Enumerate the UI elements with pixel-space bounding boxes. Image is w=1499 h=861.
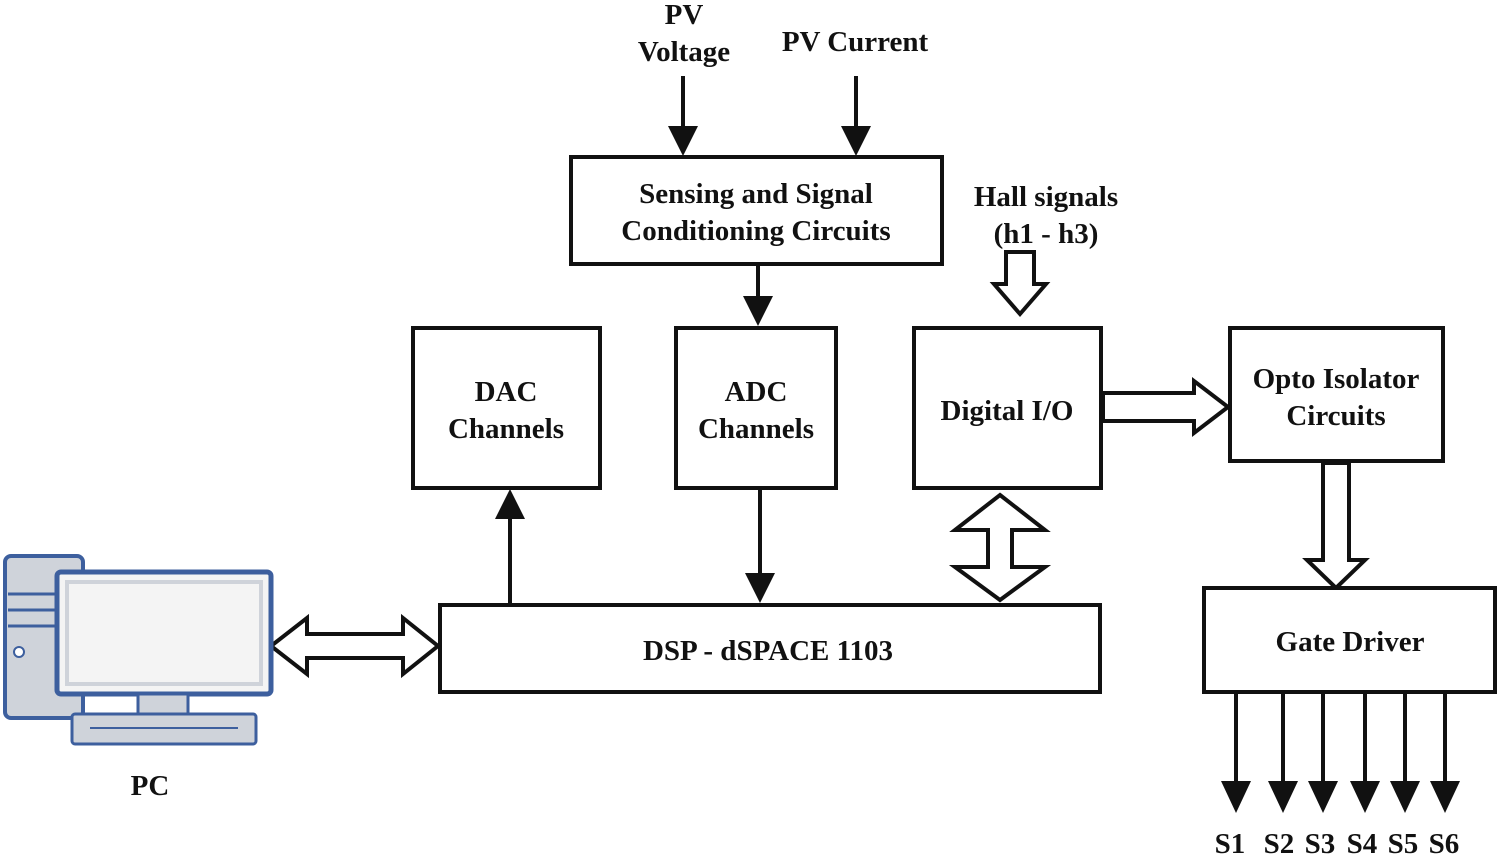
gate-output-arrow-s3 <box>1308 694 1338 813</box>
adc-channels-block: ADC Channels <box>674 326 838 490</box>
dsp-to-dac-arrow <box>495 489 525 604</box>
dsp-dspace-block: DSP - dSPACE 1103 <box>438 603 1102 694</box>
gate-driver-block: Gate Driver <box>1202 586 1497 694</box>
pv-voltage-label-line2: Voltage <box>638 36 730 68</box>
sensing-to-adc-arrow <box>743 265 773 326</box>
gate-output-arrow-s4 <box>1350 694 1380 813</box>
output-label-s2: S2 <box>1264 828 1295 860</box>
dac-label-line1: DAC <box>475 376 538 408</box>
opto-label-line2: Circuits <box>1286 400 1385 432</box>
pv-voltage-arrow <box>668 76 698 156</box>
gate-output-arrow-s1 <box>1221 694 1251 813</box>
output-label-s3: S3 <box>1305 828 1336 860</box>
pv-current-label: PV Current <box>782 26 929 58</box>
opto-label-line1: Opto Isolator <box>1253 363 1420 395</box>
desktop-computer-icon <box>3 554 274 746</box>
digital-io-block: Digital I/O <box>912 326 1103 490</box>
adc-label-line2: Channels <box>698 413 814 445</box>
hall-signals-label-line2: (h1 - h3) <box>994 218 1099 250</box>
adc-label-line1: ADC <box>725 376 788 408</box>
pv-current-arrow <box>841 76 871 156</box>
sensing-conditioning-block: Sensing and Signal Conditioning Circuits <box>569 155 944 266</box>
output-label-s5: S5 <box>1388 828 1419 860</box>
adc-to-dsp-arrow <box>745 489 775 603</box>
dac-label-line2: Channels <box>448 413 564 445</box>
dac-channels-block: DAC Channels <box>411 326 602 490</box>
digital-io-dsp-bidirectional-arrow <box>948 492 1052 603</box>
opto-isolator-block: Opto Isolator Circuits <box>1228 326 1445 463</box>
sensing-label-line1: Sensing and Signal <box>639 178 873 210</box>
hall-signals-label-line1: Hall signals <box>974 181 1118 213</box>
output-label-s4: S4 <box>1347 828 1378 860</box>
pc-dsp-bidirectional-arrow <box>267 613 442 679</box>
dsp-label: DSP - dSPACE 1103 <box>643 635 893 667</box>
digital-io-label: Digital I/O <box>941 395 1074 427</box>
pc-label: PC <box>131 770 170 802</box>
hall-signals-arrow <box>989 250 1051 318</box>
pv-voltage-label-line1: PV <box>665 0 704 31</box>
gate-driver-label: Gate Driver <box>1276 626 1425 658</box>
gate-output-arrow-s6 <box>1430 694 1460 813</box>
opto-to-gate-driver-arrow <box>1302 461 1370 591</box>
output-label-s6: S6 <box>1429 828 1460 860</box>
output-label-s1: S1 <box>1215 828 1246 860</box>
gate-output-arrow-s5 <box>1390 694 1420 813</box>
sensing-label-line2: Conditioning Circuits <box>621 215 890 247</box>
gate-output-arrow-s2 <box>1268 694 1298 813</box>
digital-io-to-opto-arrow <box>1101 376 1232 438</box>
